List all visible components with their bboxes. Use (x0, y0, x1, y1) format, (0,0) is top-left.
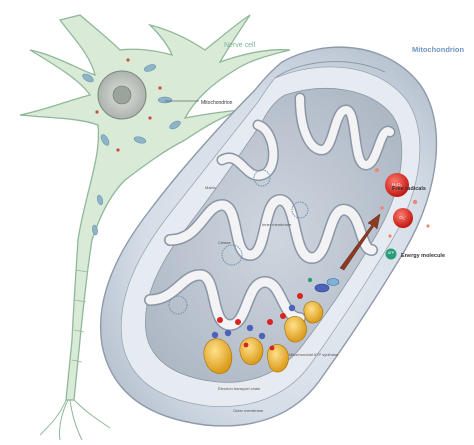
nerve-cell-body (19, 14, 291, 401)
etc-label: Electron transport chain (218, 386, 261, 391)
energy-molecule-label: Energy molecule (401, 253, 446, 259)
matrix-label: Matrix (205, 185, 216, 190)
atp-molecule-label: ATP (387, 251, 395, 255)
free-radicals-label: Free radicals (392, 186, 426, 192)
h2o2-molecule-label: H₂O₂ (391, 182, 403, 187)
o2-molecule-label: O₂⁻ (399, 215, 407, 220)
escape-arrow (339, 213, 381, 271)
inner-membrane-label: Inner membrane (262, 222, 292, 227)
mitochondrion-callout-label: Mitochondrion (201, 100, 233, 106)
free-radical-molecules (375, 168, 430, 238)
mitochondrion-title: Mitochondrion (412, 45, 465, 54)
atp-synthase-label: Mitochondrial ATP synthase (289, 352, 339, 357)
cristae (144, 92, 396, 331)
nerve-cell-label: Nerve cell (224, 42, 256, 49)
mitochondrion (99, 46, 438, 427)
matrix-region (144, 88, 403, 383)
protein-complexes (203, 293, 324, 374)
cristae-label: Cristae (218, 240, 231, 245)
atp-molecules (385, 248, 397, 260)
nerve-cell (19, 14, 291, 441)
outer-membrane-label: Outer membrane (233, 408, 264, 413)
atp-channel (307, 277, 340, 293)
